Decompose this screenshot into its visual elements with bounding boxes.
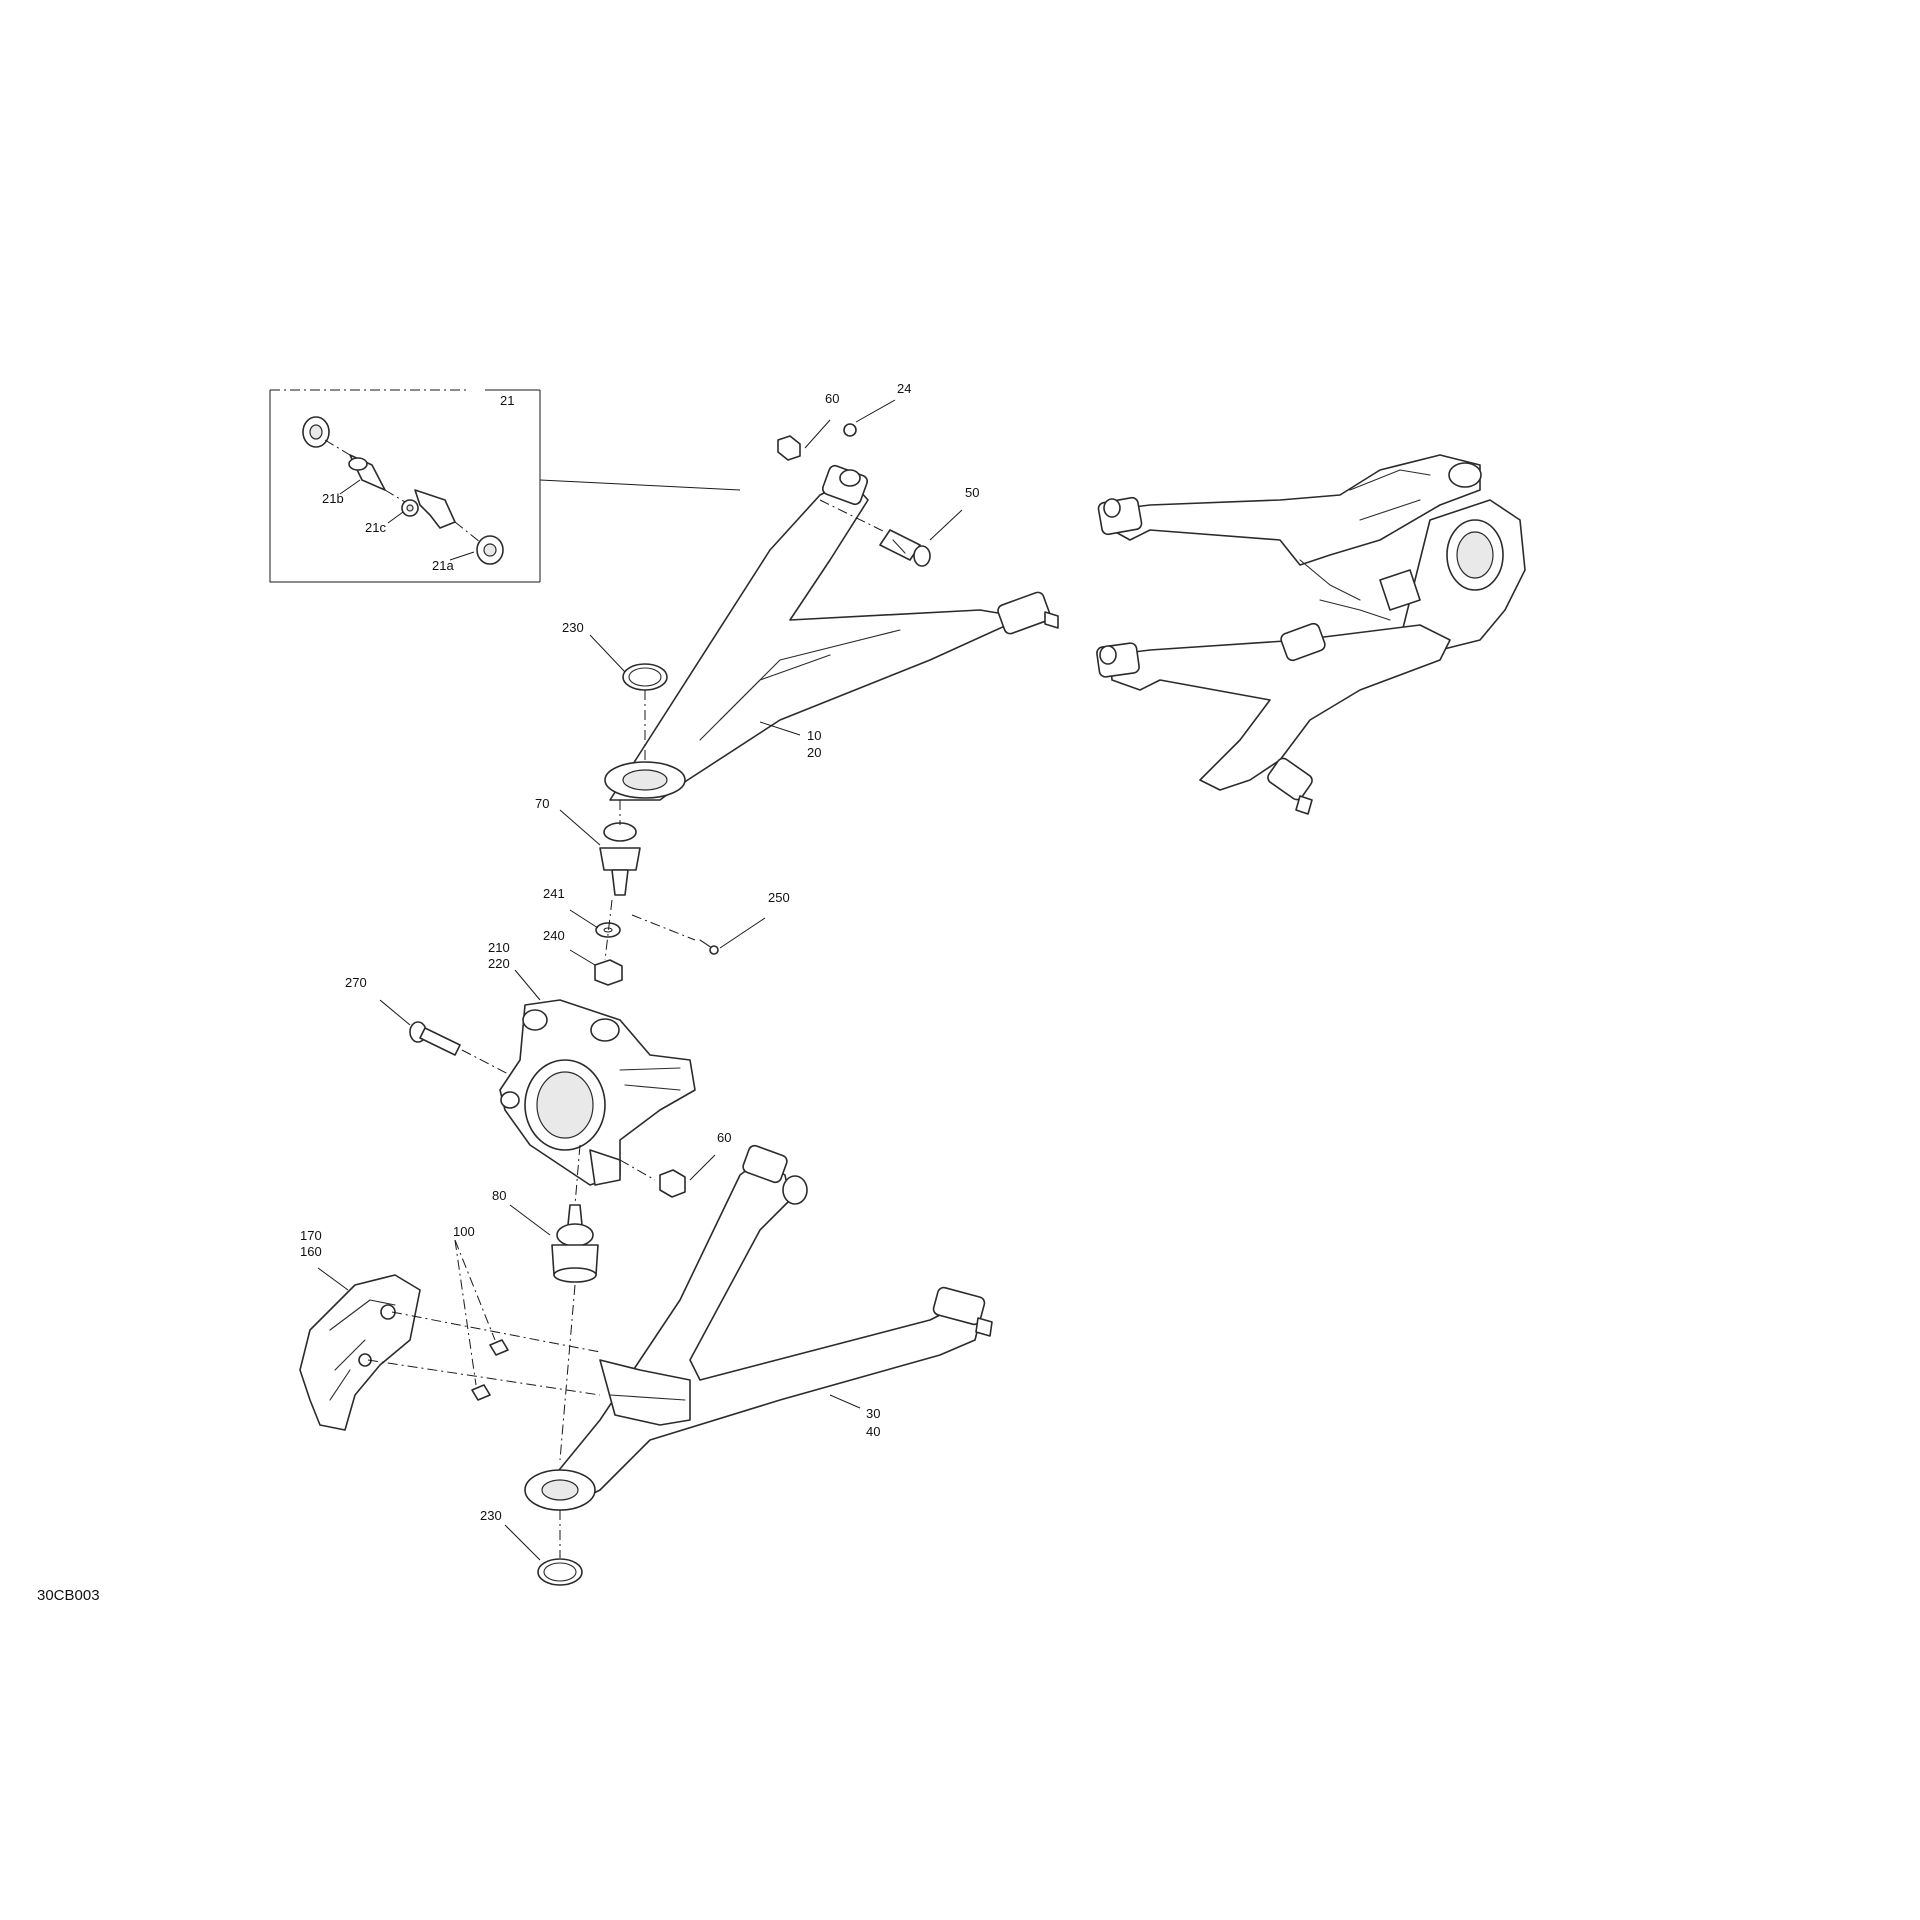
callout-50: 50 xyxy=(965,485,979,500)
callout-40: 40 xyxy=(866,1424,880,1439)
ball-joint-70 xyxy=(599,822,641,896)
cotter-pin-250 xyxy=(699,939,719,955)
bolt-100-upper xyxy=(489,1339,509,1356)
callout-241: 241 xyxy=(543,886,565,901)
bolt-50 xyxy=(879,529,931,567)
callout-21a: 21a xyxy=(432,558,454,573)
bushing-bracket-21c xyxy=(401,489,456,529)
callout-230-bottom: 230 xyxy=(480,1508,502,1523)
nut-240 xyxy=(594,959,623,986)
assembled-suspension-view xyxy=(1096,454,1526,815)
steering-knuckle xyxy=(499,999,696,1186)
bolt-270 xyxy=(409,1021,461,1056)
retaining-ring-230-bottom xyxy=(537,1558,583,1586)
callout-60-top: 60 xyxy=(825,391,839,406)
bushing-part-21a xyxy=(476,535,504,565)
callout-21b: 21b xyxy=(322,491,344,506)
bushing-part-21a-top xyxy=(302,416,330,448)
callout-220: 220 xyxy=(488,956,510,971)
callout-240: 240 xyxy=(543,928,565,943)
callout-100: 100 xyxy=(453,1224,475,1239)
callout-60-mid: 60 xyxy=(717,1130,731,1145)
callout-210: 210 xyxy=(488,940,510,955)
callout-labels: 21 21b 21c 21a 60 24 50 230 10 20 70 241… xyxy=(300,381,979,1523)
callout-20: 20 xyxy=(807,745,821,760)
nut-60-mid xyxy=(659,1169,686,1198)
callout-30: 30 xyxy=(866,1406,880,1421)
callout-250: 250 xyxy=(768,890,790,905)
lower-a-arm xyxy=(524,1144,993,1511)
upper-a-arm xyxy=(604,464,1059,801)
callout-21c: 21c xyxy=(365,520,386,535)
bushing-kit-inset xyxy=(269,389,741,583)
callout-21: 21 xyxy=(500,393,514,408)
callout-170: 170 xyxy=(300,1228,322,1243)
nut-60-top xyxy=(777,435,801,461)
callout-80: 80 xyxy=(492,1188,506,1203)
ball-joint-80 xyxy=(551,1204,599,1283)
callout-230-top: 230 xyxy=(562,620,584,635)
bushing-sleeve-21b xyxy=(348,454,386,491)
callout-70: 70 xyxy=(535,796,549,811)
bolt-100-lower xyxy=(471,1384,491,1401)
figure-reference-code: 30CB003 xyxy=(37,1587,100,1604)
washer-241 xyxy=(595,922,621,938)
callout-24: 24 xyxy=(897,381,911,396)
callout-270: 270 xyxy=(345,975,367,990)
nut-24 xyxy=(843,423,857,437)
callout-160: 160 xyxy=(300,1244,322,1259)
callout-10: 10 xyxy=(807,728,821,743)
skid-plate xyxy=(299,1274,421,1431)
retaining-ring-230-top xyxy=(622,663,668,691)
